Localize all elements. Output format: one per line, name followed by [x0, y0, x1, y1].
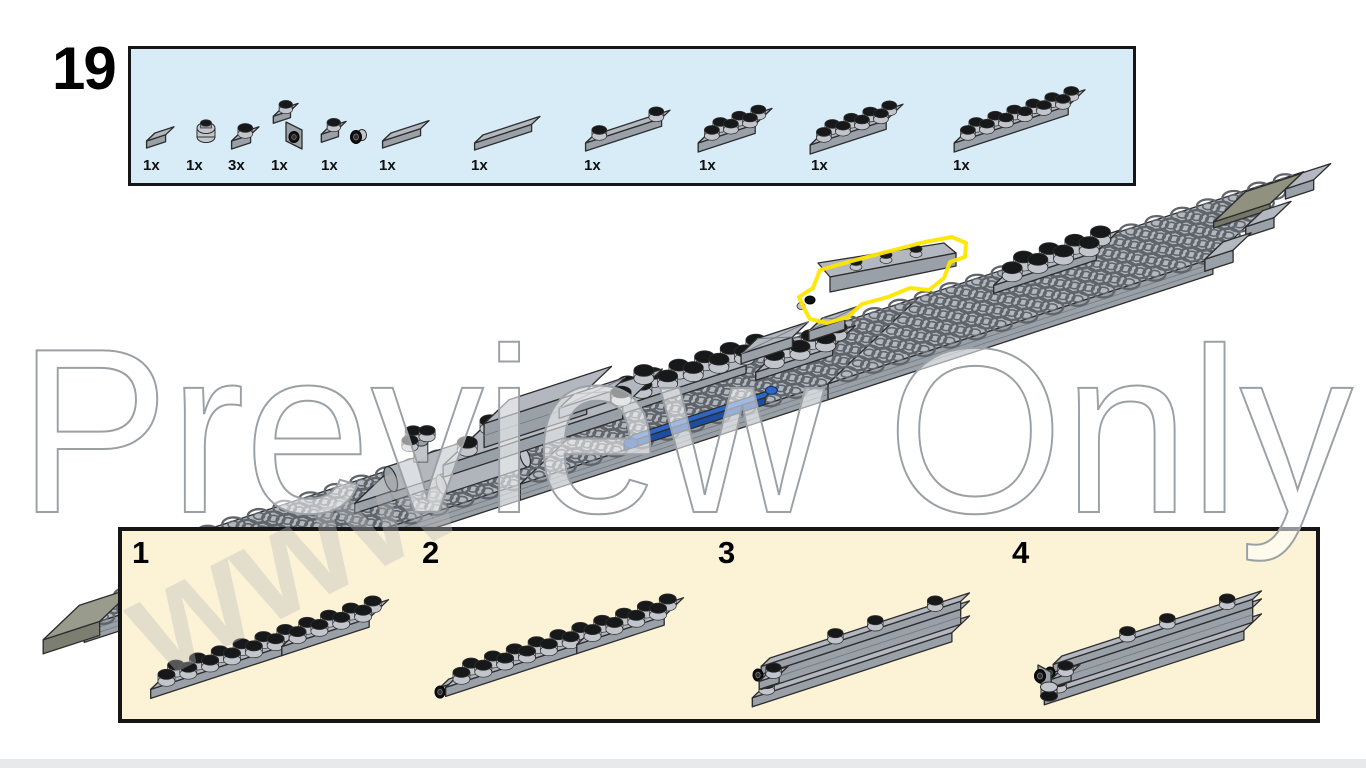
part-plate-1x1-icon — [230, 123, 260, 150]
substeps-box: 1 2 3 4 — [118, 527, 1320, 723]
part-qty-label: 3x — [228, 157, 245, 174]
part-qty-label: 1x — [379, 157, 396, 174]
substep-figures — [150, 590, 1263, 708]
part-plate-2x4-icon — [809, 100, 904, 155]
part-plate-1x4-2-studs-icon — [584, 106, 671, 152]
step-number: 19 — [52, 35, 117, 102]
part-plate-1x1-round-icon — [196, 119, 216, 143]
part-qty-label: 1x — [584, 157, 601, 174]
part-qty-label: 1x — [321, 157, 338, 174]
part-qty-label: 1x — [699, 157, 716, 174]
parts-callout-box: 1x 1x 3x 1x 1x 1x 1x 1x 1x 1x 1x — [128, 46, 1136, 186]
substep-figure-1 — [150, 595, 390, 700]
part-qty-label: 1x — [811, 157, 828, 174]
bottom-bar — [0, 759, 1366, 768]
part-plate-2x6-icon — [953, 86, 1086, 153]
substep-number-4: 4 — [1012, 535, 1030, 570]
substep-figure-3 — [751, 592, 971, 708]
part-qty-label: 1x — [186, 157, 203, 174]
substep-figure-2 — [434, 593, 685, 699]
substep-number-1: 1 — [132, 535, 150, 570]
part-qty-label: 1x — [953, 157, 970, 174]
part-plate-2x3-icon — [697, 104, 773, 153]
part-plate-1x1-tow-ball-socket-icon — [320, 118, 367, 144]
part-tile-1x1-icon — [145, 126, 175, 149]
part-tile-1x3-icon — [473, 115, 541, 151]
part-qty-label: 1x — [271, 157, 288, 174]
substep-number-2: 2 — [422, 535, 440, 570]
part-tile-1x2-icon — [381, 119, 430, 149]
substep-figure-4 — [1034, 590, 1263, 706]
parts-illustrations — [145, 86, 1086, 155]
part-qty-label: 1x — [471, 157, 488, 174]
substep-number-3: 3 — [718, 535, 736, 570]
part-bracket-1x1-icon — [272, 100, 303, 150]
part-qty-label: 1x — [143, 157, 160, 174]
highlight-outline — [797, 235, 968, 325]
